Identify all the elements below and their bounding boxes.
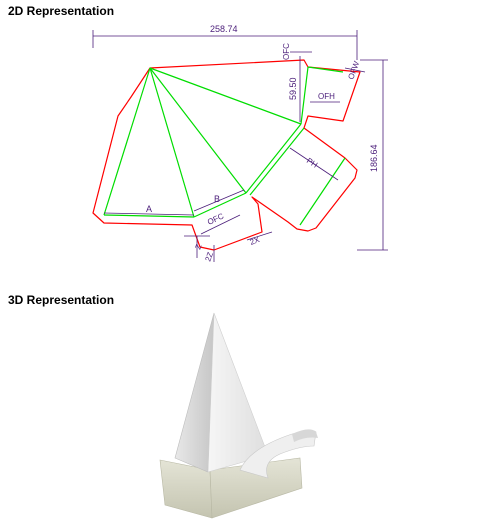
cut-outline xyxy=(92,59,361,251)
heading-3d-representation: 3D Representation xyxy=(8,293,115,307)
2z-label: 2Z xyxy=(203,251,215,263)
tray-front xyxy=(209,457,303,519)
pyramid-left-face xyxy=(174,312,215,473)
overall-width-label: 258.74 xyxy=(210,24,238,34)
z-label: Z xyxy=(193,243,203,251)
ofw-label: OFW xyxy=(346,60,361,81)
dimension-b-label: B xyxy=(214,194,220,204)
ph-label: PH xyxy=(305,156,319,170)
handle-flap xyxy=(239,430,317,479)
ofc-bottom-label: OFC xyxy=(206,211,225,226)
overall-height-label: 186.64 xyxy=(369,144,379,172)
2x-label: 2X xyxy=(249,235,262,247)
ofc-top-label: OFC xyxy=(282,43,291,60)
pyramid-right-face xyxy=(207,312,269,473)
dimension-lines xyxy=(92,30,388,262)
handle-flap-top xyxy=(292,429,318,442)
tray-left-wall xyxy=(159,459,213,519)
flat-template-drawing: 258.74 186.64 59.50 OFC OFH OFW A B PH O… xyxy=(92,24,388,263)
heading-2d-representation: 2D Representation xyxy=(8,4,115,18)
dimension-a-label: A xyxy=(146,204,152,214)
fold-lines xyxy=(103,66,346,226)
fold-height-label: 59.50 xyxy=(288,77,298,100)
ofh-label: OFH xyxy=(318,92,335,101)
